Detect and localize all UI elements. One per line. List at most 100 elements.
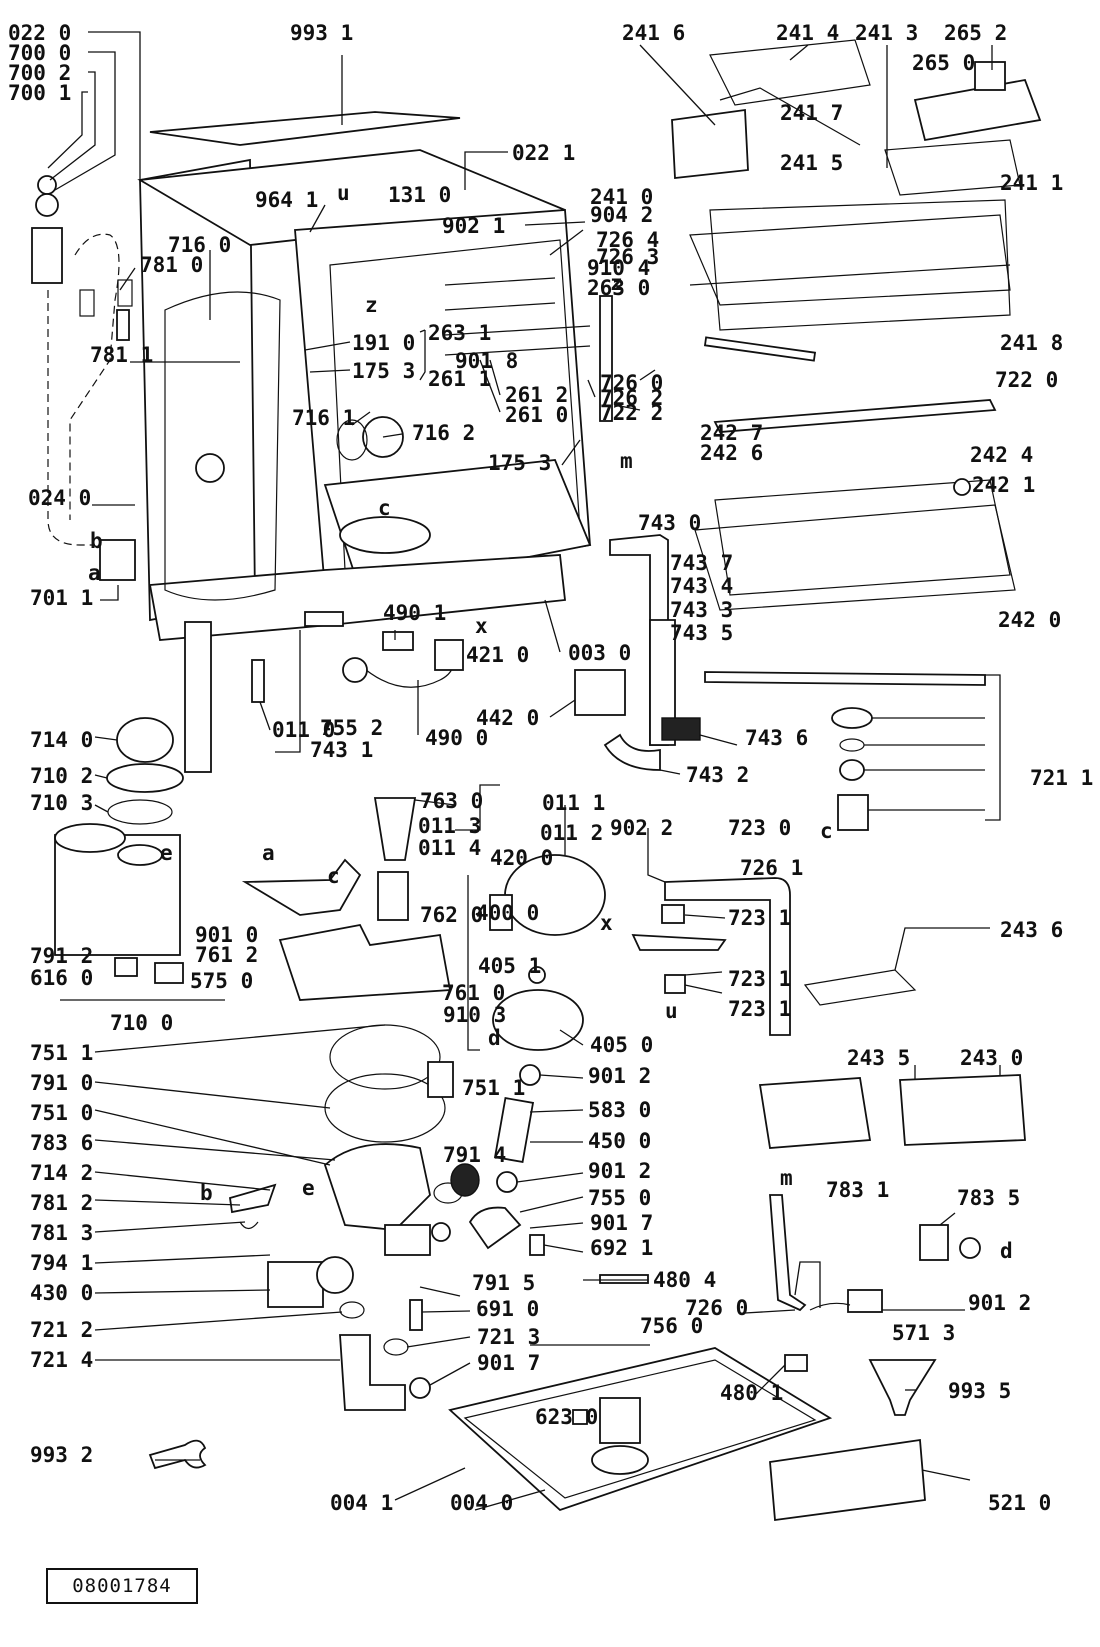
letter-marker: u [337, 181, 350, 205]
cabinet-base-frame [148, 554, 566, 641]
pump-housing-405 [492, 989, 584, 1051]
rotor-583 [493, 1096, 535, 1164]
clamp-901-2b [496, 1171, 518, 1193]
letter-marker: a [262, 841, 275, 865]
part-label: 723 0 [728, 816, 791, 840]
part-label: 743 6 [745, 726, 808, 750]
elbow-721-4 [339, 1334, 406, 1411]
part-label: 993 2 [30, 1443, 93, 1467]
part-label: 011 4 [418, 836, 481, 860]
part-label: 910 4 [587, 256, 650, 280]
arm-751-1-pipe [599, 295, 613, 422]
part-label: 242 4 [970, 443, 1033, 467]
valve-616 [114, 957, 138, 977]
part-label: 726 0 [685, 1296, 748, 1320]
part-label: 743 3 [670, 598, 733, 622]
part-label: 265 2 [944, 21, 1007, 45]
rod-d [444, 345, 591, 356]
part-label: 751 1 [30, 1041, 93, 1065]
part-label: 623 0 [535, 1405, 598, 1429]
letter-marker: c [327, 864, 340, 888]
grille-743-6 [661, 717, 701, 741]
funnel-993-5 [868, 1359, 937, 1416]
part-label: 751 1 [462, 1076, 525, 1100]
elbow-783-5 [919, 1224, 949, 1261]
bracket-755-2 [304, 611, 344, 627]
part-label: 721 3 [477, 1325, 540, 1349]
clamp-901-7 [409, 1377, 431, 1399]
part-label: 700 0 [8, 41, 71, 65]
part-label: 722 0 [995, 368, 1058, 392]
part-label: 751 0 [30, 1101, 93, 1125]
valve-body-700 [31, 227, 63, 284]
filter-763 [373, 797, 417, 861]
part-label: 781 0 [140, 253, 203, 277]
part-label: 791 2 [30, 944, 93, 968]
part-label: 716 2 [412, 421, 475, 445]
cutlery-basket-243-5 [758, 1077, 872, 1149]
part-label: 263 1 [428, 321, 491, 345]
control-panel-521 [769, 1438, 926, 1522]
part-label: 743 5 [670, 621, 733, 645]
part-label: 726 2 [600, 386, 663, 410]
part-label: 901 0 [195, 923, 258, 947]
part-label: 261 2 [505, 383, 568, 407]
part-label: 242 0 [998, 608, 1061, 632]
part-label: 993 5 [948, 1379, 1011, 1403]
part-label: 191 0 [352, 331, 415, 355]
part-label: 726 0 [600, 371, 663, 395]
sump-pipe [384, 1224, 431, 1256]
part-label: 011 3 [418, 814, 481, 838]
part-label: 241 5 [780, 151, 843, 175]
part-label: 241 8 [1000, 331, 1063, 355]
part-label: 743 0 [638, 511, 701, 535]
softener-neck [117, 844, 163, 866]
part-label: 762 0 [420, 903, 483, 927]
part-label: 480 4 [653, 1268, 716, 1292]
leader-lines [47, 31, 1001, 1511]
part-label: 243 0 [960, 1046, 1023, 1070]
part-label: 755 0 [588, 1186, 651, 1210]
filter-791-4b [450, 1163, 480, 1197]
letter-marker: e [302, 1176, 315, 1200]
part-label: 726 3 [596, 245, 659, 269]
rod-c [444, 325, 591, 336]
part-label: 011 2 [540, 821, 603, 845]
hub-721 [837, 794, 869, 831]
part-label: 175 3 [488, 451, 551, 475]
hose-781-2 [228, 1183, 277, 1214]
upper-basket-rail [689, 264, 1011, 286]
softener-tank [54, 823, 126, 853]
part-label: 011 0 [272, 718, 335, 742]
impeller-405-1 [528, 966, 546, 984]
bolt-011 [251, 659, 265, 703]
clip-holder-241-6 [671, 108, 749, 179]
document-id: 08001784 [72, 1575, 172, 1597]
part-label: 723 1 [728, 906, 791, 930]
part-label: 261 0 [505, 403, 568, 427]
plug-421 [434, 639, 464, 671]
wheel-242-1 [953, 478, 971, 496]
fill-hose-dashed [69, 233, 120, 520]
cap-723-1 [661, 904, 685, 924]
part-label: 701 1 [30, 586, 93, 610]
letter-marker: z [365, 293, 378, 317]
part-label: 901 2 [588, 1159, 651, 1183]
part-label: 964 1 [255, 188, 318, 212]
part-label: 442 0 [476, 706, 539, 730]
spray-tube-722-2 [703, 336, 817, 362]
pipe-726-1 [664, 877, 791, 1036]
part-label: 430 0 [30, 1281, 93, 1305]
part-label: 241 1 [1000, 171, 1063, 195]
bearing-721 [831, 707, 873, 729]
pump-rotor [316, 1256, 354, 1294]
part-label: 723 1 [728, 967, 791, 991]
filter-762 [377, 871, 409, 921]
seal-721 [839, 738, 865, 752]
part-label: 420 0 [490, 846, 553, 870]
part-label: 723 1 [728, 997, 791, 1021]
part-label: 901 8 [455, 349, 518, 373]
nut-723-1b [664, 974, 686, 994]
side-cutout [164, 291, 281, 601]
